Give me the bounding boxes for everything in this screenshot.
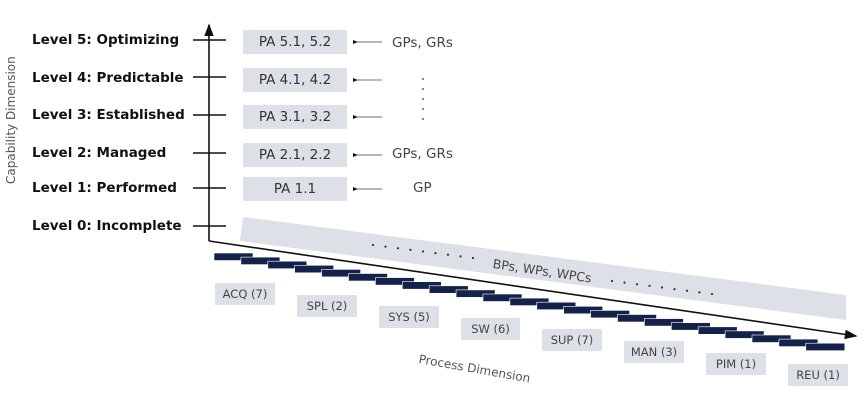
process-bar <box>778 338 819 347</box>
pa-box-level-3: PA 3.1, 3.2 <box>243 105 347 129</box>
band-dot <box>698 291 701 294</box>
process-group-sys: SYS (5) <box>379 306 439 328</box>
process-bar <box>536 301 577 311</box>
ellipsis-dot <box>422 118 424 120</box>
practices-level-1: GP <box>413 180 432 196</box>
band-dot <box>434 252 437 255</box>
process-group-sw: SW (6) <box>461 318 520 340</box>
band-dot <box>396 247 400 250</box>
process-bar <box>509 297 550 306</box>
band-dot <box>648 284 651 287</box>
process-bar <box>348 273 388 282</box>
process-group-reu: REU (1) <box>788 364 848 386</box>
practices-level-2: GPs, GRs <box>392 146 453 162</box>
process-bar <box>697 326 738 335</box>
process-group-acq: ACQ (7) <box>215 283 275 305</box>
band-dot <box>635 283 639 286</box>
ellipsis-dot <box>422 88 424 90</box>
level-1-label: Level 1: Performed <box>32 180 177 196</box>
band-dot <box>623 281 626 284</box>
band-dot <box>610 279 614 283</box>
band-dot <box>673 288 676 291</box>
process-bar <box>213 252 254 261</box>
process-group-pim: PIM (1) <box>706 353 766 375</box>
process-group-man: MAN (3) <box>624 341 684 363</box>
band-dot <box>371 243 375 247</box>
process-bar <box>240 256 281 265</box>
ellipsis-dot <box>422 98 424 100</box>
band-dot <box>446 253 450 256</box>
pa-box-level-4: PA 4.1, 4.2 <box>243 68 347 92</box>
level-2-label: Level 2: Managed <box>32 145 167 161</box>
band-dot <box>409 248 412 251</box>
level-4-label: Level 4: Predictable <box>32 70 184 86</box>
process-bar <box>805 342 846 352</box>
process-group-sup: SUP (7) <box>542 329 602 351</box>
process-bar <box>617 314 657 323</box>
band-dot <box>660 286 664 289</box>
level-0-label: Level 0: Incomplete <box>32 218 182 234</box>
ellipsis-dot <box>422 78 424 80</box>
process-axis <box>208 240 858 340</box>
band-dot <box>710 292 714 296</box>
process-bar <box>267 260 308 270</box>
process-bar <box>294 264 335 274</box>
process-bar <box>563 305 604 315</box>
band-dot <box>421 250 425 253</box>
process-bar <box>401 281 442 290</box>
band-dot <box>471 256 475 260</box>
process-band <box>240 217 846 320</box>
pa-box-level-2: PA 2.1, 2.2 <box>243 143 347 167</box>
process-bar <box>590 310 630 319</box>
pa-box-level-1: PA 1.1 <box>243 177 347 201</box>
band-dot <box>685 289 689 292</box>
level-5-label: Level 5: Optimizing <box>32 32 180 48</box>
practices-level-5: GPs, GRs <box>392 35 453 51</box>
process-bar <box>644 318 684 327</box>
ellipsis-dot <box>422 108 424 110</box>
process-bar <box>428 285 469 294</box>
pa-box-level-5: PA 5.1, 5.2 <box>243 30 347 54</box>
process-bar <box>670 322 711 331</box>
process-bar <box>751 334 792 343</box>
capability-axis-title: Capability Dimension <box>4 56 18 184</box>
band-dot <box>384 245 387 248</box>
process-bar <box>482 293 523 302</box>
process-bar <box>455 289 496 298</box>
process-bar <box>375 277 415 286</box>
level-3-label: Level 3: Established <box>32 107 185 123</box>
process-bar <box>724 330 765 339</box>
band-dot <box>459 255 462 258</box>
process-group-spl: SPL (2) <box>297 295 357 317</box>
process-bar <box>321 269 361 278</box>
